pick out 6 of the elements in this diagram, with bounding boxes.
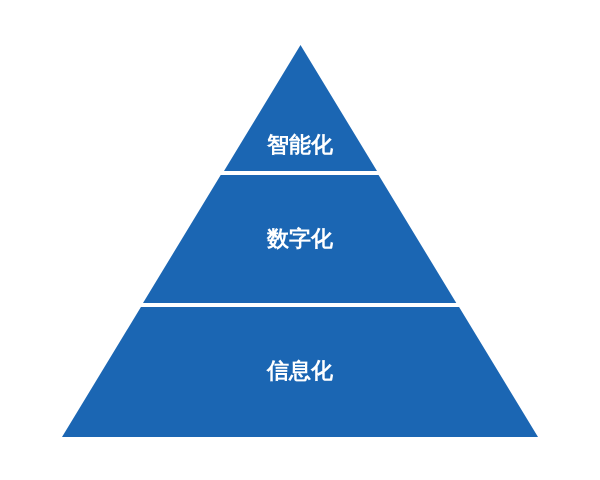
pyramid-tier (224, 45, 376, 171)
tier-label: 数字化 (266, 227, 334, 253)
tier-label: 智能化 (266, 133, 334, 159)
pyramid-tier (143, 175, 457, 303)
pyramid-tier (62, 307, 538, 437)
tier-label: 信息化 (265, 359, 334, 385)
